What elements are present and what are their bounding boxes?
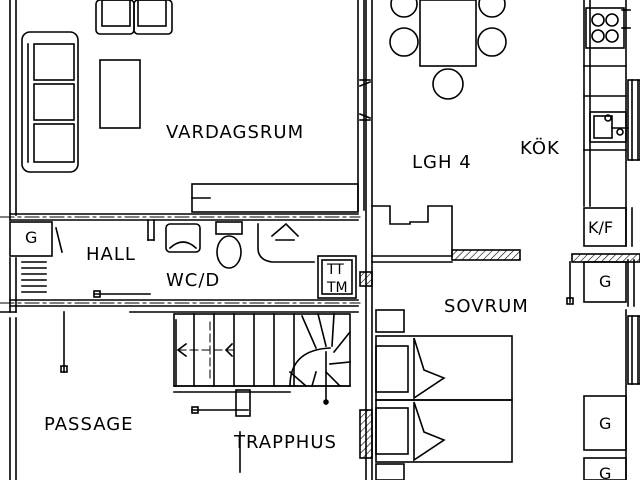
room-label-hall: HALL <box>86 244 136 265</box>
room-label-sovrum: SOVRUM <box>444 296 529 317</box>
room-label-trapphus: TRAPPHUS <box>234 432 337 453</box>
right-wall-lower <box>625 309 640 480</box>
fixture-label-tt: TT <box>327 262 344 278</box>
sofa <box>21 31 79 173</box>
partition-wall-center <box>365 0 373 480</box>
gas-box-right-2 <box>583 395 627 451</box>
fixture-label-g-right-2: G <box>599 414 612 433</box>
riser-hatch <box>359 409 373 459</box>
wardrobe-counter <box>191 183 359 213</box>
bed-1 <box>375 335 513 401</box>
wall-hatch-2 <box>571 253 640 263</box>
fixture-label-g-right-3: G <box>599 464 612 483</box>
radiator-hall <box>21 261 47 293</box>
staircase <box>173 313 352 417</box>
gas-box-right-3 <box>583 457 627 480</box>
room-label-passage: PASSAGE <box>44 414 134 435</box>
door-handles <box>60 261 574 473</box>
stair-railing <box>173 385 351 393</box>
kitchen-counter <box>583 0 640 211</box>
dining-table <box>389 0 507 100</box>
exterior-wall-left <box>9 0 17 313</box>
passage-walls <box>0 311 17 480</box>
gas-box-right-1 <box>583 259 635 307</box>
fixture-label-tm: TM <box>327 280 348 296</box>
wc-sink <box>165 223 201 253</box>
fixture-label-g-right-1: G <box>599 272 612 291</box>
fridge-freezer <box>583 207 633 247</box>
room-label-wc: WC/D <box>166 270 221 291</box>
kitchen-sink <box>589 111 629 143</box>
partition-wall-living <box>357 0 372 211</box>
washer-dryer <box>317 255 357 299</box>
shower-area <box>257 222 315 263</box>
hall-wall-bottom <box>9 299 359 313</box>
wall-hatch-1 <box>451 249 521 261</box>
room-label-lgh: LGH 4 <box>412 152 472 173</box>
bed-2 <box>375 399 513 463</box>
armchairs <box>95 0 173 35</box>
room-label-vardagsrum: VARDAGSRUM <box>166 122 305 143</box>
riser-hatch-top <box>359 271 373 287</box>
hall-inner-walls <box>9 219 155 257</box>
kitchen-sovrum-wall <box>371 205 453 263</box>
fixture-label-g-hall: G <box>25 228 38 247</box>
wc-toilet <box>215 221 243 269</box>
stove <box>585 7 631 49</box>
fixture-label-kf: K/F <box>588 218 614 237</box>
bedside-table-top <box>375 309 405 333</box>
coffee-table <box>99 59 141 129</box>
bedside-table-bottom <box>375 463 405 480</box>
hall-wall-top <box>9 213 359 221</box>
room-label-kok: KÖK <box>520 138 560 159</box>
